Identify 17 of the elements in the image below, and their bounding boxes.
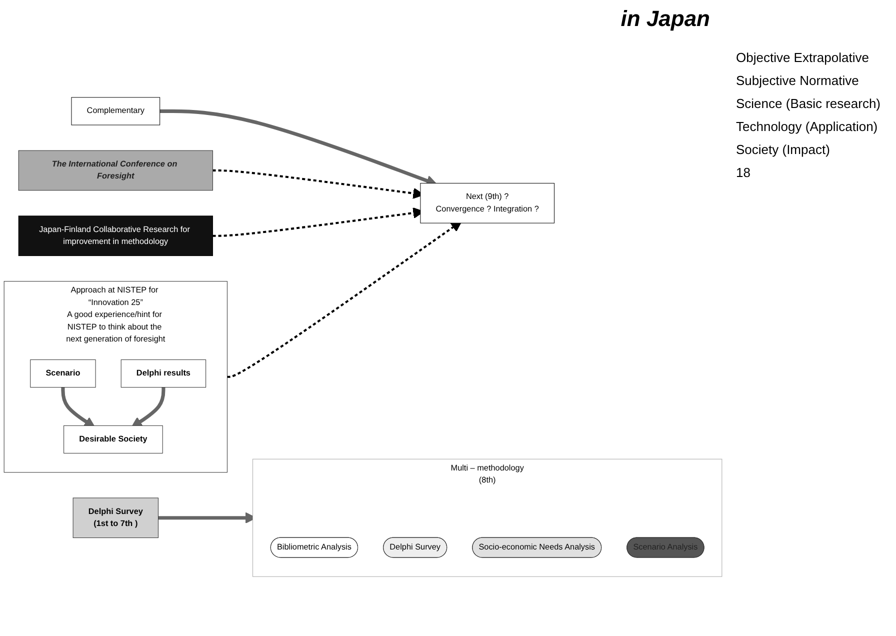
node-box: Japan-Finland Collaborative Research for improvement in methodology [18, 216, 213, 256]
note-label: Subjective Normative [736, 73, 860, 88]
node-box: Delphi results [120, 359, 206, 388]
note-label: Science (Basic research) [736, 96, 882, 111]
node-box: Scenario [30, 359, 96, 388]
slide-title: in Japan [620, 5, 711, 33]
note-label: Society (Impact) [736, 142, 831, 157]
arrow [61, 387, 96, 428]
note-label: Objective Extrapolative [736, 50, 870, 65]
node-box: The International Conference on Foresight [18, 150, 213, 191]
node-box: Next (9th) ? Convergence ? Integration ? [420, 182, 554, 224]
node-box: Complementary [71, 97, 160, 126]
note-label: 18 [736, 165, 752, 180]
node-box: Delphi Survey (1st to 7th ) [72, 498, 158, 538]
node-box: Desirable Society [64, 425, 163, 454]
note-label: Technology (Application) [736, 119, 879, 134]
arrow [131, 387, 166, 428]
